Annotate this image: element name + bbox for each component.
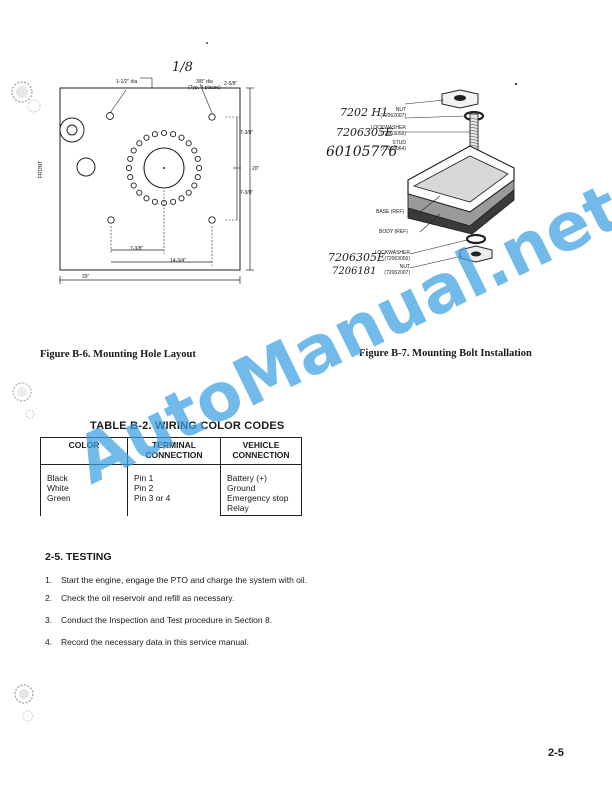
thread-line bbox=[469, 138, 479, 141]
corner-hole-top-right bbox=[208, 113, 216, 121]
speck bbox=[206, 42, 208, 44]
nut-bottom-shape bbox=[459, 245, 493, 263]
dim-bottom-left: 7-3/8" bbox=[130, 246, 144, 252]
corner-hole-bottom-right bbox=[208, 216, 216, 224]
header-color: COLOR bbox=[40, 437, 128, 465]
bolt-hole bbox=[151, 131, 158, 138]
list-item: 1.Start the engine, engage the PTO and c… bbox=[45, 575, 308, 585]
table-row: Black White Green Pin 1 Pin 2 Pin 3 or 4… bbox=[40, 464, 302, 516]
handwritten-stud: 60105776 bbox=[326, 144, 398, 160]
thread-line bbox=[469, 123, 479, 126]
port-hole bbox=[76, 157, 96, 177]
bolt-hole bbox=[194, 155, 201, 162]
section-title-testing: 2-5. TESTING bbox=[45, 551, 112, 563]
label-stud: STUD(72068064) bbox=[380, 140, 406, 152]
testing-steps: 1.Start the engine, engage the PTO and c… bbox=[45, 575, 315, 648]
dim-right-lower: 7-3/8" bbox=[240, 190, 254, 196]
cell-terminal: Pin 1 Pin 2 Pin 3 or 4 bbox=[127, 464, 221, 516]
thread-line bbox=[469, 132, 479, 135]
wiring-color-table: COLOR TERMINAL CONNECTION VEHICLE CONNEC… bbox=[40, 437, 302, 516]
handwritten-nut-top: 7202 H1 bbox=[340, 106, 389, 119]
mounting-hole-layout-drawing bbox=[59, 77, 254, 284]
bolt-hole bbox=[194, 174, 201, 181]
list-item: 2.Check the oil reservoir and refill as … bbox=[45, 593, 235, 603]
lockwasher-bottom-shape bbox=[465, 233, 487, 245]
body-shape bbox=[407, 179, 515, 235]
dim-bottom-total: 29" bbox=[82, 274, 90, 280]
nut-top-shape bbox=[441, 89, 479, 109]
thread-line bbox=[469, 129, 479, 132]
table-header-row: COLOR TERMINAL CONNECTION VEHICLE CONNEC… bbox=[40, 437, 302, 465]
thread-line bbox=[469, 120, 479, 123]
mounting-plate-outline bbox=[59, 87, 241, 271]
table-b2-title: TABLE B-2. WIRING COLOR CODES bbox=[90, 420, 285, 432]
figure-b7-caption: Figure B-7. Mounting Bolt Installation bbox=[359, 348, 532, 359]
thread-line bbox=[469, 144, 479, 147]
bolt-hole bbox=[130, 182, 137, 189]
handwritten-lockwasher-top: 7206305E bbox=[336, 126, 394, 139]
bolt-hole bbox=[185, 189, 192, 196]
dim-typ-dia: 3/8" dia (Typ. 4 places) bbox=[188, 79, 221, 91]
list-item: 4.Record the necessary data in this serv… bbox=[45, 637, 250, 647]
label-base: BASE (REF) bbox=[376, 209, 405, 215]
figure-b6-caption: Figure B-6. Mounting Hole Layout bbox=[40, 349, 196, 360]
punch-hole-bottom bbox=[14, 684, 34, 722]
dim-bottom-mid: 14-3/4" bbox=[170, 258, 186, 264]
label-nut-bottom: NUT(72062007) bbox=[384, 264, 410, 276]
thread-line bbox=[469, 135, 479, 138]
bolt-hole bbox=[127, 174, 134, 181]
bolt-hole bbox=[178, 134, 185, 141]
front-label: FRONT bbox=[38, 160, 44, 178]
punch-hole-middle bbox=[12, 382, 35, 419]
small-hole bbox=[106, 112, 114, 120]
bolt-hole bbox=[160, 129, 168, 137]
thread-line bbox=[469, 126, 479, 129]
handwritten-fraction: 1/8 bbox=[172, 60, 193, 75]
bolt-hole bbox=[130, 147, 137, 154]
bolt-hole bbox=[191, 147, 198, 154]
page-number: 2-5 bbox=[548, 747, 564, 759]
label-lockwasher-bottom: LOCKWASHER(72063056) bbox=[374, 250, 410, 262]
bolt-hole bbox=[136, 189, 143, 196]
dim-right-upper: 7-3/8" bbox=[240, 130, 254, 136]
label-body: BODY (REF) bbox=[379, 229, 408, 235]
handwritten-nut-bottom: 7206181 bbox=[332, 266, 377, 277]
bolt-hole bbox=[151, 198, 158, 205]
center-bore bbox=[143, 147, 185, 189]
bolt-hole bbox=[125, 164, 133, 172]
header-vehicle: VEHICLE CONNECTION bbox=[220, 437, 302, 465]
bolt-hole bbox=[170, 198, 177, 205]
bolt-hole bbox=[191, 182, 198, 189]
cell-vehicle: Battery (+) Ground Emergency stop Relay bbox=[220, 464, 302, 516]
bolt-hole bbox=[143, 195, 150, 202]
bolt-hole bbox=[127, 155, 134, 162]
header-terminal: TERMINAL CONNECTION bbox=[127, 437, 221, 465]
dim-top-right: 2-5/8" bbox=[224, 81, 238, 87]
bolt-hole bbox=[136, 140, 143, 147]
bolt-circle bbox=[125, 129, 203, 207]
bolt-hole bbox=[143, 134, 150, 141]
label-nut-top: NUT(72062007) bbox=[380, 107, 406, 119]
thread-line bbox=[469, 117, 479, 120]
bolt-hole bbox=[178, 195, 185, 202]
bolt-hole bbox=[195, 164, 203, 172]
bolt-hole bbox=[170, 131, 177, 138]
mounting-boss bbox=[59, 117, 85, 143]
speck bbox=[514, 82, 518, 86]
bolt-hole bbox=[185, 140, 192, 147]
dim-right-total: 20" bbox=[252, 166, 260, 172]
list-item: 3.Conduct the Inspection and Test proced… bbox=[45, 615, 273, 625]
cell-color: Black White Green bbox=[40, 464, 128, 516]
mounting-bolt-installation-drawing bbox=[404, 89, 515, 269]
punch-hole-top bbox=[11, 81, 41, 113]
corner-hole-bottom-left bbox=[107, 216, 115, 224]
label-lockwasher-top: LOCKWASHER(72063058) bbox=[370, 125, 406, 137]
dim-top-dia: 1-1/2" dia bbox=[116, 79, 138, 85]
thread-line bbox=[469, 141, 479, 144]
handwritten-lockwasher-bottom: 7206305E bbox=[328, 251, 386, 264]
